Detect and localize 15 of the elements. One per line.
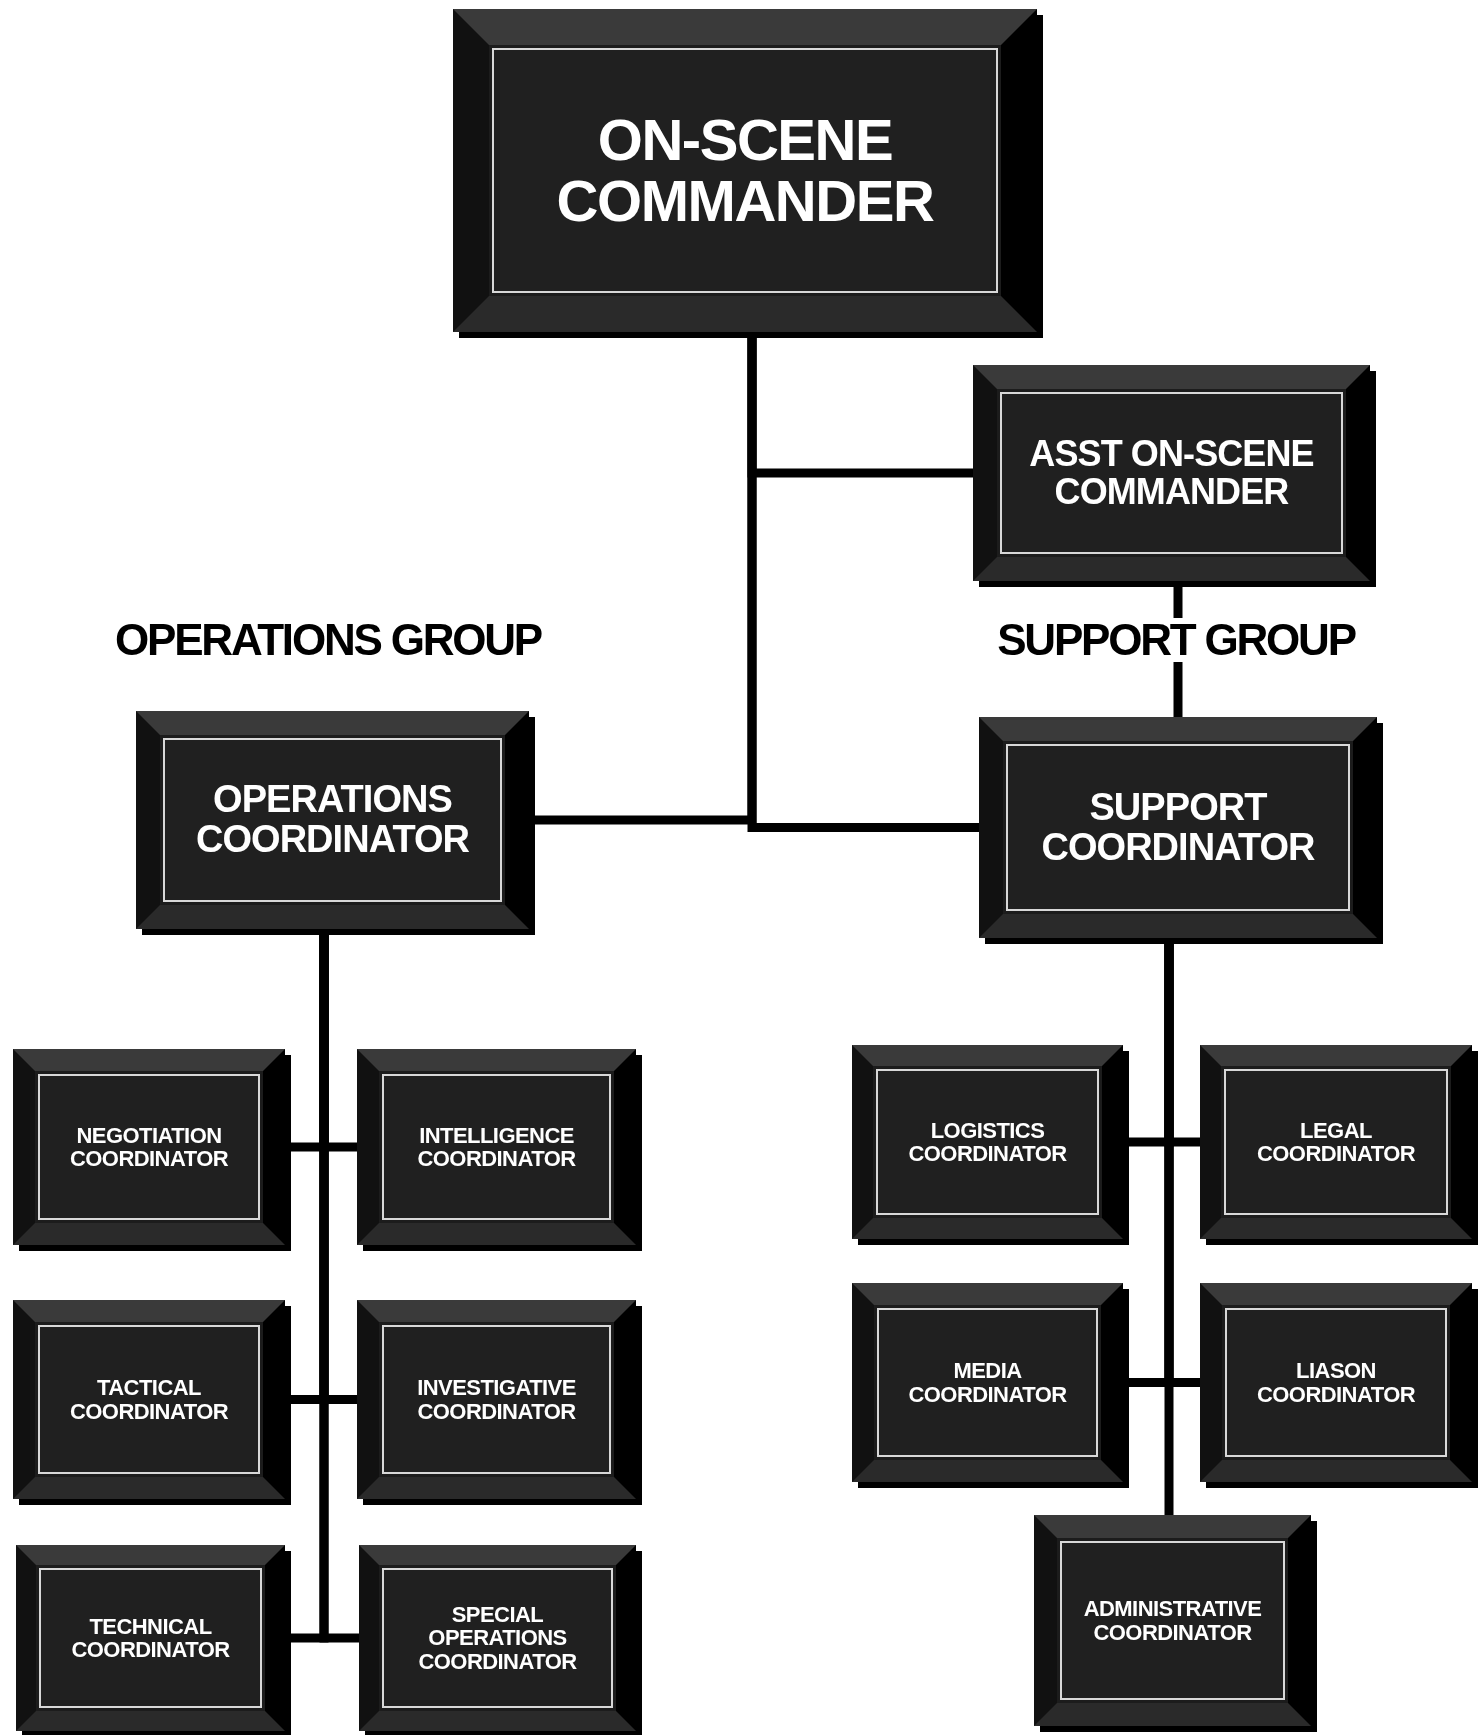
role-title: LIASON COORDINATOR [1255,1359,1417,1406]
role-title: ASST ON-SCENE COMMANDER [1028,435,1315,511]
role-title: SUPPORT COORDINATOR [1040,787,1316,868]
role-title: TACTICAL COORDINATOR [68,1376,230,1423]
role-title: ADMINISTRATIVE COORDINATOR [1082,1597,1263,1644]
role-title: LOGISTICS COORDINATOR [907,1118,1068,1166]
role-title: INTELLIGENCE COORDINATOR [416,1123,577,1171]
role-title: NEGOTIATION COORDINATOR [68,1123,230,1171]
role-title: MEDIA COORDINATOR [907,1359,1068,1406]
role-title: INVESTIGATIVE COORDINATOR [416,1376,577,1423]
role-title: TECHNICAL COORDINATOR [70,1614,231,1662]
role-title: SPECIAL OPERATIONS COORDINATOR [417,1603,578,1673]
role-title: OPERATIONS COORDINATOR [194,780,471,860]
role-title: ON-SCENE COMMANDER [555,109,935,232]
role-title: LEGAL COORDINATOR [1255,1118,1417,1166]
